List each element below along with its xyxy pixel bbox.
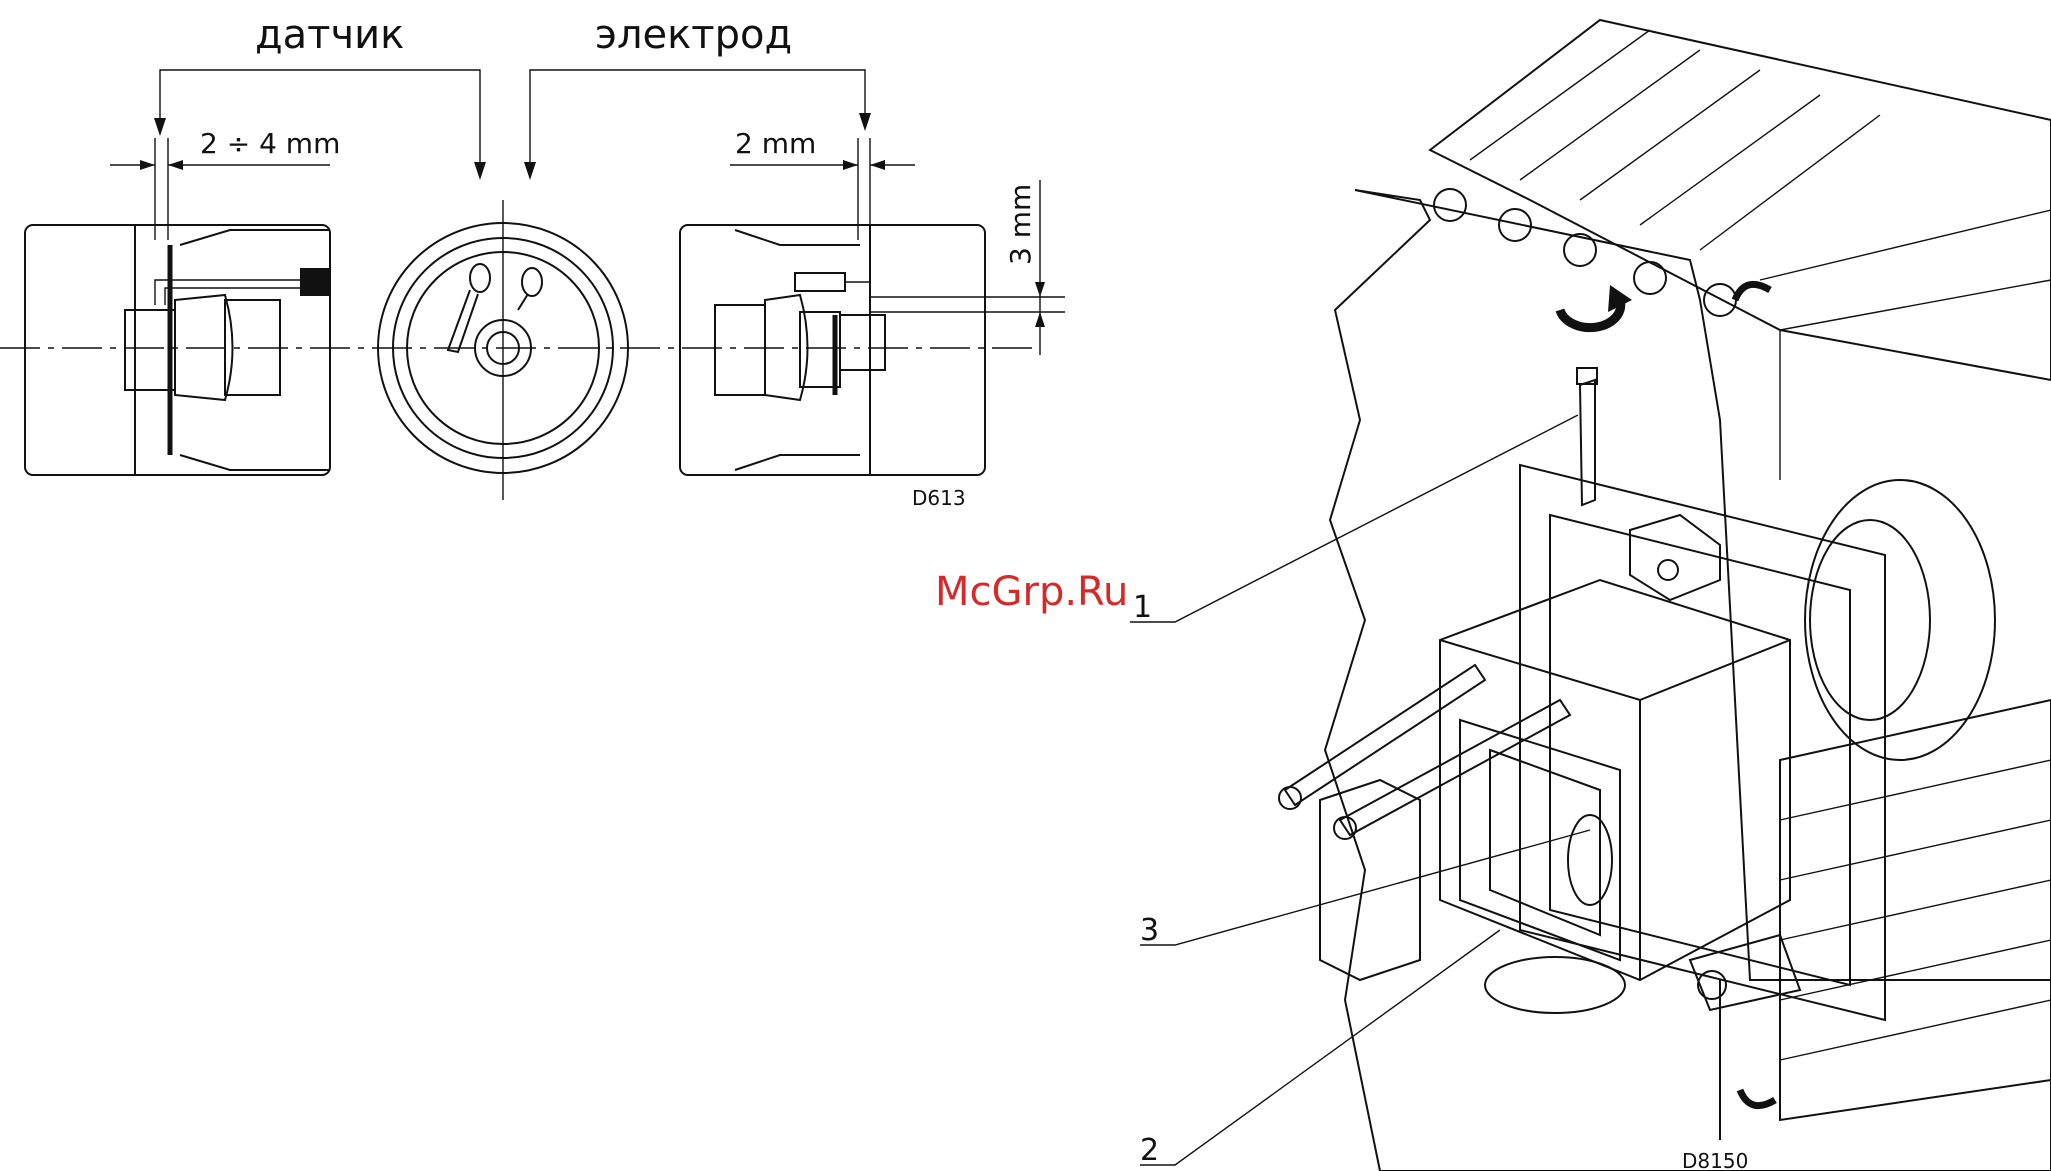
electrode-leader-arrow [524,162,536,180]
vertical-dimension: 3 mm [1004,184,1037,265]
sensor-wire [155,280,310,305]
rib [1780,1000,2051,1060]
flange-plate [1550,515,1850,985]
access-opening [1460,720,1620,960]
dim-arrow [140,160,155,170]
tube [1634,262,1666,294]
electrode-detail-drawing: датчик электрод 2 ÷ 4 mm 2 mm 3 mm [0,12,1065,510]
drawing-code-left: D613 [912,486,966,510]
hinge-arrow-icon [1735,284,1770,300]
sensor-label: датчик [255,12,404,58]
electrode-gap-dimension: 2 mm [735,127,816,160]
tube [1434,189,1466,221]
burner-housing [1440,580,1790,980]
dim-arrow [168,160,183,170]
dim-arrow [870,160,885,170]
tube [1564,234,1596,266]
electrode-leader-arrow-right [859,113,871,131]
connector-block [1630,515,1720,600]
cone-top [735,230,860,245]
cone-bottom [735,455,860,470]
sensor-side-view [25,225,330,475]
housing-top-edge [1440,640,1790,700]
front-view [378,200,628,500]
rib [1580,70,1760,200]
sensor-rod [448,290,478,352]
electrode-insulator [795,273,845,291]
sensor-gap-dimension: 2 ÷ 4 mm [200,127,340,160]
motor [1320,780,1420,980]
fan-housing [1485,957,1625,1013]
cylinder-body [25,225,330,475]
sensor-tip [300,268,330,296]
callout-2: 2 [1140,1133,1159,1168]
callout-leader-2 [1140,930,1500,1165]
nozzle-body [715,305,765,395]
sensor-leader-arrow-left [154,118,166,136]
rib [1760,210,2051,280]
cone-bottom [180,455,330,470]
callout-3: 3 [1140,913,1159,948]
sensor-leader-arrow [474,162,486,180]
electrode-rod [1580,380,1595,505]
watermark-text: McGrp.Ru [935,569,1128,615]
mounting-plate [1520,465,1885,1020]
electrode-wire [845,282,870,300]
tube [1704,284,1736,316]
dim-arrow [1035,282,1045,297]
blast-tube-mouth [1568,815,1612,905]
callout-leader-3 [1140,830,1590,945]
drawing-code-right: D8150 [1682,1149,1748,1171]
chamber-flange [1810,520,1930,720]
rib [1520,50,1700,180]
rib [1780,280,2051,330]
rod [1285,665,1485,805]
rib [1700,115,1880,250]
dim-arrow [1035,312,1045,327]
sensor-wire [165,288,310,305]
burner-assembly-drawing: 1 2 3 D8150 [1130,20,2051,1171]
valve-port [1698,971,1726,999]
rib [1780,880,2051,940]
dim-arrow [843,160,858,170]
exchanger-block [1430,20,2051,380]
electrode-label: электрод [595,12,792,58]
electrode-rod [518,294,528,310]
connector-screw [1658,560,1678,580]
guide-rods [1279,665,1570,839]
electrode-side-view [680,225,985,475]
heat-exchanger-top [1430,20,2051,480]
rib [1780,820,2051,880]
rib [1780,940,2051,1000]
hinge-arrow-icon [1740,1090,1775,1106]
sensor-hole [470,264,490,292]
electrode-box [840,315,885,370]
cone-top [180,230,330,245]
rib [1780,760,2051,820]
rib [1640,95,1820,225]
electrode-hole [522,268,542,296]
callout-1: 1 [1133,590,1152,625]
